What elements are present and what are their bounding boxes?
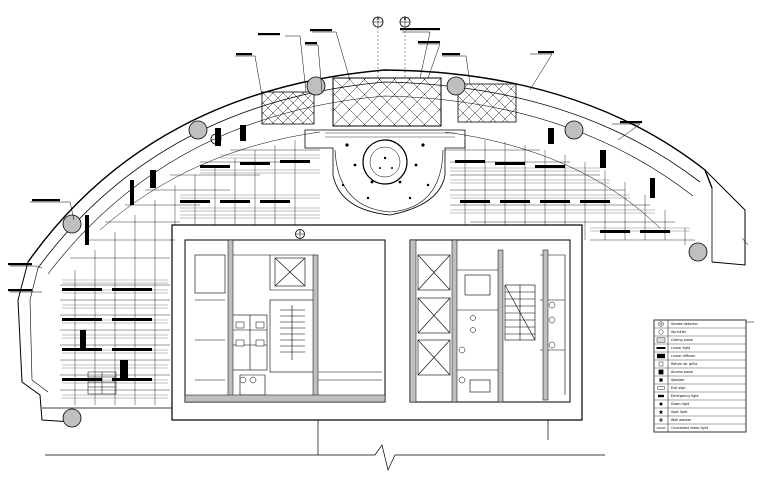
legend-row: Concealed linear light	[654, 423, 746, 430]
section-marker-label: 1	[299, 229, 302, 234]
break-line	[45, 420, 605, 472]
legend-row-label: Sprinkler	[671, 330, 687, 334]
lattice-panels	[261, 77, 517, 127]
legend-row-label: Speaker	[671, 378, 685, 382]
legend-row: Down light	[654, 399, 746, 406]
core-right-walls	[409, 239, 549, 403]
callout-labels	[8, 28, 642, 292]
legend-row-label: Access panel	[671, 370, 693, 374]
star-icon	[658, 409, 664, 415]
circle-cross-icon	[658, 321, 664, 327]
callout-leaders	[10, 31, 641, 293]
axis-marker-b: B	[399, 16, 411, 78]
legend-row-label: Concealed linear light	[671, 426, 709, 430]
legend-row: Exit sign	[654, 383, 746, 390]
square-icon	[658, 369, 664, 375]
legend-row-label: Wall washer	[671, 418, 692, 422]
dot-icon	[659, 378, 663, 382]
fixtures-right	[458, 301, 556, 384]
ceiling-grid-right	[445, 140, 695, 245]
hatched-box-icon	[656, 337, 666, 343]
lower-left-stair	[87, 371, 117, 395]
core-left-rooms	[194, 240, 382, 402]
fixtures-left	[235, 321, 265, 384]
legend-row-label: Linear light	[671, 346, 691, 350]
linear-lights	[62, 125, 670, 381]
core-left-walls	[184, 239, 386, 403]
axis-marker-b-label: B	[404, 16, 407, 21]
legend-row-label: Emergency light	[671, 394, 699, 398]
ceiling-hatch-left	[62, 154, 320, 399]
legend-row: Return air grille	[654, 359, 746, 367]
plus-icon	[659, 418, 663, 422]
legend-row: Linear diffuser	[654, 351, 746, 359]
legend-row: Wall washer	[654, 415, 746, 422]
legend-row: Speaker	[654, 375, 746, 382]
dome-feature	[304, 129, 466, 216]
legend-row: Linear light	[654, 343, 746, 350]
legend-row-label: Exit sign	[671, 386, 686, 390]
legend-row-label: Spot light	[671, 410, 688, 414]
legend-row: Sprinkler	[654, 327, 746, 335]
legend-row: Ceiling panel	[654, 335, 746, 343]
circle-icon	[658, 329, 664, 335]
rect-outline-icon	[657, 386, 665, 390]
solid-box-icon	[657, 353, 665, 359]
legend-row: Spot light	[654, 407, 746, 415]
legend-row-label: Linear diffuser	[671, 354, 696, 358]
legend-row: Smoke detector	[658, 321, 698, 327]
section-marker: 1	[295, 229, 305, 239]
legend-row-label: Smoke detector	[671, 322, 698, 326]
small-rect-icon	[658, 394, 664, 398]
legend-row: Access panel	[654, 367, 746, 375]
core-outline	[171, 224, 583, 421]
columns	[62, 76, 708, 428]
small-square-icon	[658, 361, 664, 367]
axis-marker-a: A	[372, 16, 384, 78]
legend-row-label: Down light	[671, 402, 690, 406]
ceiling-hatch-right	[450, 167, 690, 232]
legend-row-label: Return air grille	[671, 362, 697, 366]
ceiling-grid-left	[60, 140, 320, 405]
solid-bar-icon	[656, 347, 666, 349]
round-dot-icon	[659, 402, 663, 406]
legend-row-label: Ceiling panel	[671, 338, 693, 342]
legend-row: Emergency light	[654, 391, 746, 398]
axis-marker-a-label: A	[377, 16, 380, 21]
